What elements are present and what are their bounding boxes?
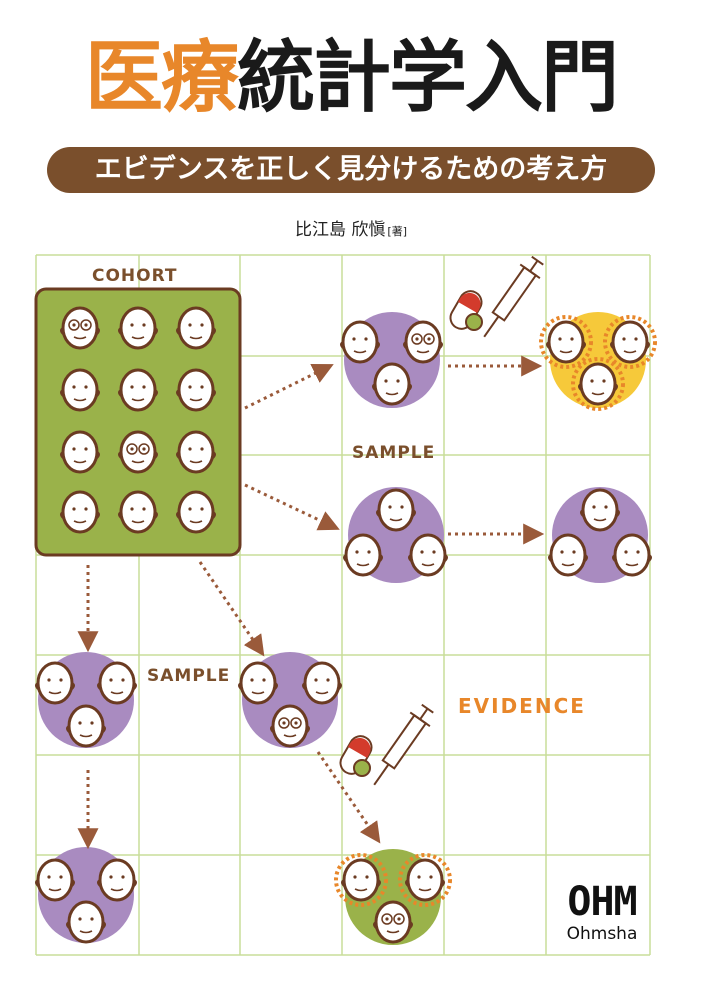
pill-syringe-icon-top — [449, 255, 544, 338]
publisher-logo: OHM Ohmsha — [552, 880, 652, 944]
author-name: 比江島 欣愼 — [295, 220, 386, 240]
sample-group-left-2 — [34, 847, 138, 944]
cohort-box — [34, 287, 242, 557]
treated-group-top — [541, 312, 655, 409]
subtitle-banner: エビデンスを正しく見分けるための考え方 — [47, 147, 655, 193]
sample-label-top: SAMPLE — [352, 443, 436, 463]
title-accent: 医療 — [84, 33, 239, 123]
author-role: [著] — [387, 225, 407, 238]
cohort-label: COHORT — [92, 266, 178, 286]
publisher-name: Ohmsha — [566, 924, 638, 944]
sample-group-left-1 — [34, 652, 138, 748]
treated-group-bottom — [336, 849, 450, 945]
sample-label-left: SAMPLE — [147, 666, 231, 686]
sample-group-center — [237, 652, 343, 748]
pill-syringe-icon-bottom — [339, 703, 434, 786]
evidence-label: EVIDENCE — [458, 694, 586, 718]
ohm-logo-mark: OHM — [567, 879, 637, 925]
flow-arrows — [77, 355, 545, 850]
author-line: 比江島 欣愼[著] — [0, 215, 702, 240]
subtitle-text: エビデンスを正しく見分けるための考え方 — [94, 154, 608, 185]
title-rest: 統計学入門 — [237, 33, 619, 123]
sample-group-middle — [342, 487, 449, 583]
control-group-middle — [547, 487, 653, 583]
sample-group-top — [339, 312, 442, 408]
book-title: 医療統計学入門 — [0, 28, 702, 128]
